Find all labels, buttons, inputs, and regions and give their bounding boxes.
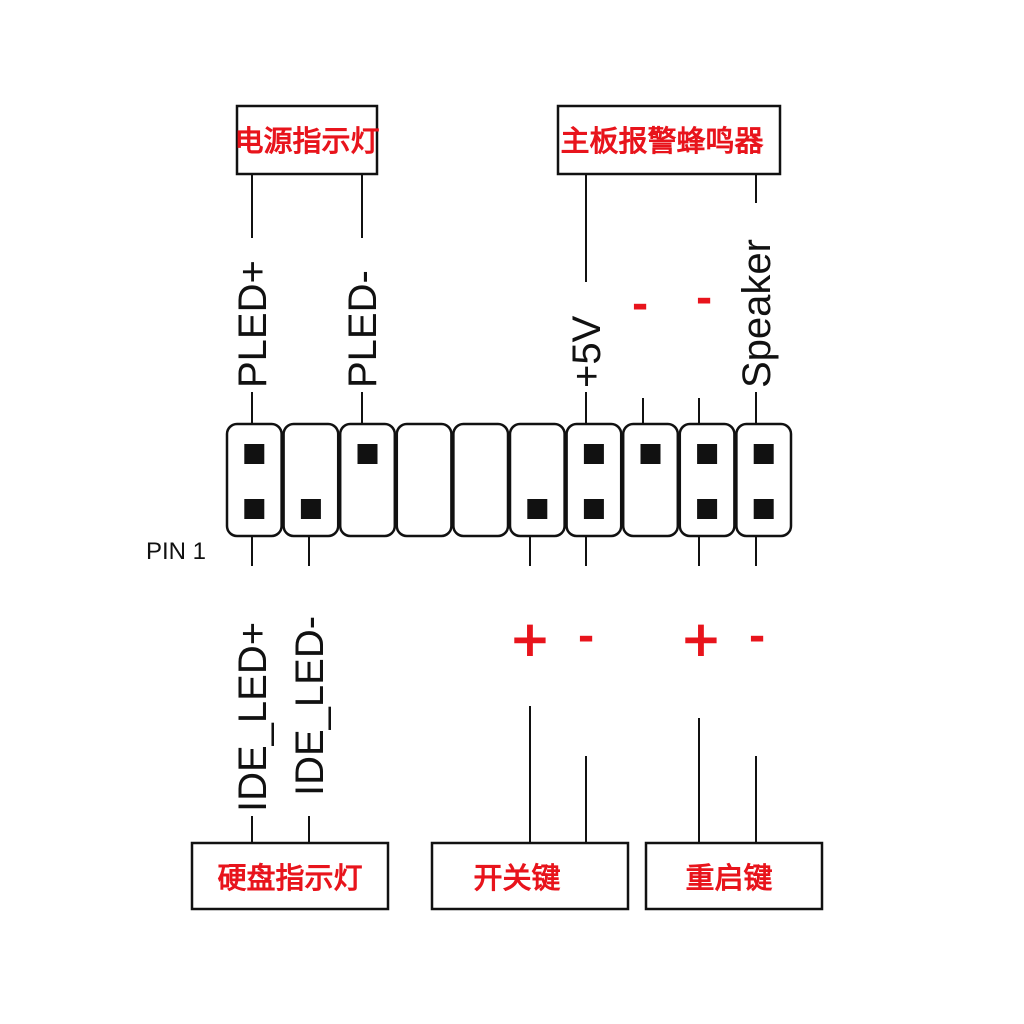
header-pin-bottom-7 [583, 499, 604, 519]
power-switch-label: 开关键 [473, 861, 560, 895]
header-pin-top-7 [583, 444, 604, 464]
header-pin-top-3 [357, 444, 378, 464]
reset-switch-label-box [644, 841, 824, 911]
bottom-leader-lines [251, 536, 757, 843]
power-led-label-box [235, 104, 379, 176]
header-column-10 [735, 422, 793, 538]
reset-switch-minus-sign: - [749, 614, 766, 660]
header-column-7 [565, 422, 623, 538]
header-pin-bottom-10 [753, 499, 774, 519]
pin1-label: PIN 1 [146, 538, 206, 565]
pled-minus-label: PLED- [341, 270, 385, 388]
header-pin-bottom-1 [244, 499, 265, 519]
plus-5v-label: +5V [565, 315, 609, 388]
power-switch-label-box [430, 841, 630, 911]
speaker-label: 主板报警蜂鸣器 [560, 124, 764, 158]
header-pin-top-1 [244, 444, 265, 464]
power-led-label: 电源指示灯 [234, 124, 379, 158]
header-pin-bottom-9 [697, 499, 718, 519]
top-minus-sign-2: - [696, 276, 713, 322]
hdd-led-label-box [190, 841, 390, 911]
header-column-6 [508, 422, 566, 538]
ide-led-plus-label: IDE_LED+ [231, 622, 275, 812]
header-pin-bottom-2 [300, 499, 321, 519]
power-switch-plus-sign: + [509, 610, 551, 668]
header-pin-top-8 [640, 444, 661, 464]
top-leader-lines [251, 174, 757, 436]
header-column-3 [338, 422, 397, 538]
ide-led-minus-label: IDE_LED- [288, 616, 332, 796]
pin-header [225, 422, 793, 538]
header-column-5 [452, 422, 510, 538]
top-minus-sign-1: - [632, 282, 649, 328]
header-column-2 [282, 422, 340, 538]
speaker-pin-label: Speaker [735, 239, 779, 388]
header-column-4 [395, 422, 453, 538]
reset-switch-label: 重启键 [685, 861, 772, 895]
header-pin-top-9 [697, 444, 718, 464]
header-column-9 [678, 422, 736, 538]
power-switch-minus-sign: - [578, 614, 595, 660]
reset-switch-plus-sign: + [680, 610, 722, 668]
pled-plus-label: PLED+ [231, 260, 275, 388]
header-column-1 [225, 422, 283, 538]
header-pin-top-10 [753, 444, 774, 464]
hdd-led-label: 硬盘指示灯 [217, 861, 362, 895]
header-pin-bottom-6 [527, 499, 548, 519]
speaker-label-box [556, 104, 782, 176]
header-column-8 [621, 422, 680, 538]
